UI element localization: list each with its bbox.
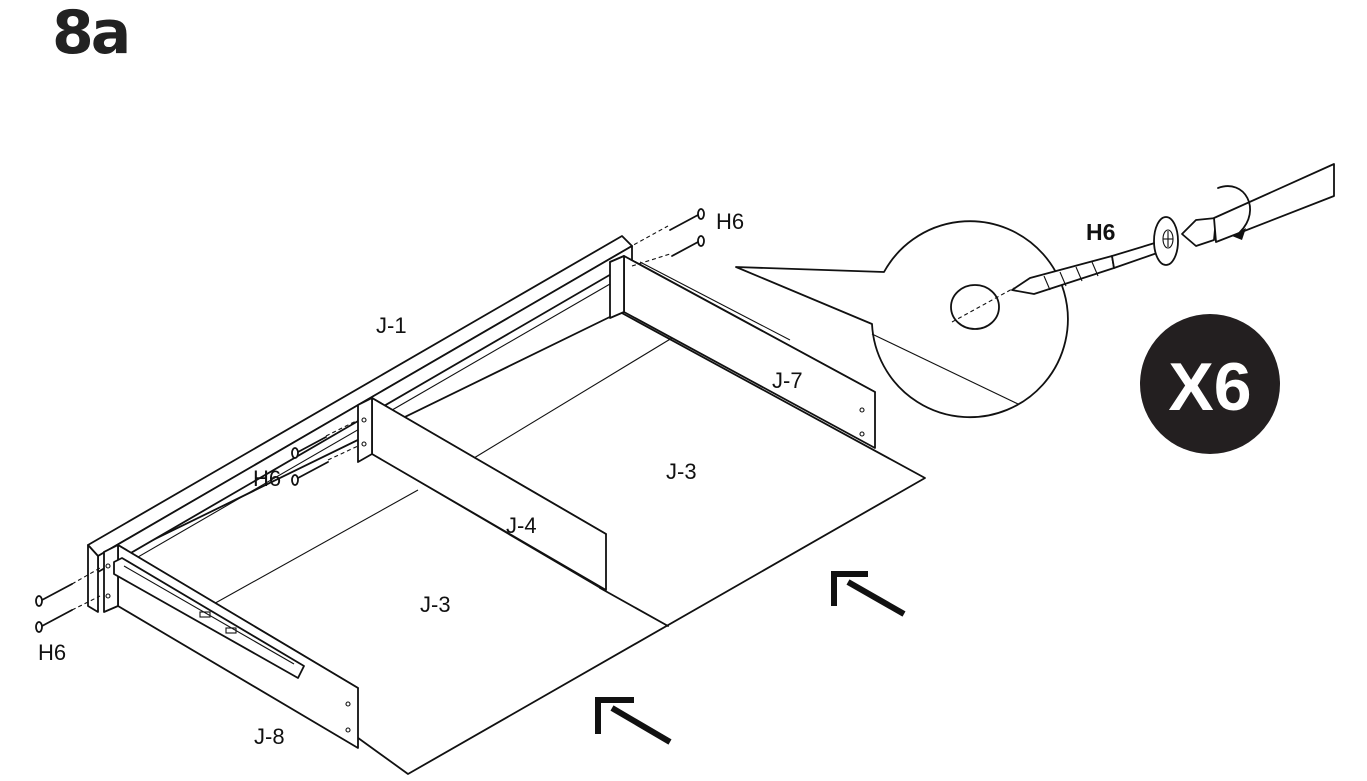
label-j1: J-1 (376, 313, 407, 338)
detail-panel-edge (871, 333, 1019, 405)
screws-middle (291, 419, 359, 486)
arrow-right-shaft (846, 579, 906, 617)
screws-left (35, 567, 101, 633)
screw-mid-1-head (291, 447, 299, 459)
panel-j4 (357, 397, 607, 591)
label-j7: J-7 (772, 368, 803, 393)
detail-thread-4 (1091, 261, 1099, 277)
screw-guide-mid-2 (327, 445, 359, 461)
screw-top-2-shaft (671, 241, 699, 257)
drawer-slide-slot-1 (199, 611, 211, 618)
screwdriver-tip (1181, 217, 1217, 247)
label-j4: J-4 (506, 513, 537, 538)
panel-j8-hole-2 (105, 593, 111, 599)
screwdriver-shaft (1213, 163, 1335, 243)
screw-mid-2-shaft (297, 461, 329, 479)
screw-guide-top-1 (627, 225, 669, 249)
step-number: 8a (52, 0, 131, 68)
quantity-badge-circle (1140, 314, 1280, 454)
quantity-badge: X6 (1140, 314, 1280, 454)
screw-guide-left-2 (71, 595, 101, 611)
rotation-arrow-arc (1217, 185, 1251, 233)
panel-j8-hole-1 (105, 563, 111, 569)
panel-j8-hole-4 (345, 727, 351, 733)
arrow-left-shaft (610, 705, 672, 745)
label-h6-detail: H6 (1086, 219, 1115, 245)
screws-top (627, 208, 705, 267)
drawer-slide-groove (123, 565, 295, 665)
panel-j4-hole-1 (361, 417, 367, 423)
screw-guide-left-1 (71, 567, 101, 585)
screwdriver (1181, 163, 1335, 247)
bottom-edge-line-1 (209, 489, 419, 607)
panel-j7 (609, 255, 876, 449)
screw-left-1-head (35, 595, 43, 607)
arrow-left-head (595, 697, 634, 734)
screw-top-1-head (697, 208, 705, 220)
panel-j4-bottom-edge (371, 453, 601, 589)
panel-j4-end (357, 397, 373, 463)
bottom-edge-line-2 (473, 337, 673, 459)
label-j8: J-8 (254, 724, 285, 749)
panel-j7-hole-1 (859, 407, 865, 413)
detail-screw-head (1153, 216, 1179, 266)
label-h6-left: H6 (38, 640, 66, 665)
quantity-text: X6 (1168, 349, 1251, 425)
detail-callout (735, 216, 1179, 419)
drawer-slide-slot-2 (225, 627, 237, 634)
panel-j4-hole-2 (361, 441, 367, 447)
panel-j1-end (87, 544, 99, 613)
detail-thread-3 (1075, 266, 1083, 282)
panel-j8 (103, 544, 359, 749)
label-j3-right: J-3 (666, 459, 697, 484)
label-h6-middle: H6 (253, 466, 281, 491)
drawer-slide (113, 557, 305, 679)
detail-hole (950, 284, 1000, 330)
panel-j8-hole-3 (345, 701, 351, 707)
detail-screw-shank (1111, 241, 1161, 269)
panel-j7-rail (639, 261, 791, 341)
rotation-arrow-head (1232, 228, 1246, 240)
screw-guide-mid-1 (325, 419, 359, 437)
panel-j8-end (103, 544, 119, 613)
screw-mid-1-shaft (297, 436, 327, 453)
detail-screw-guide (951, 287, 1015, 323)
screw-top-1-shaft (669, 214, 699, 231)
screw-left-2-head (35, 621, 43, 633)
detail-thread-1 (1043, 275, 1051, 291)
screw-left-2-shaft (41, 609, 73, 627)
label-h6-top: H6 (716, 209, 744, 234)
panel-j7-hole-2 (859, 431, 865, 437)
detail-thread-2 (1059, 271, 1067, 287)
label-j3-left: J-3 (420, 592, 451, 617)
bottom-panel-seam (599, 587, 669, 627)
screw-mid-2-head (291, 474, 299, 486)
panel-j7-end (609, 255, 625, 319)
screw-left-1-shaft (41, 583, 73, 601)
arrow-right-head (831, 571, 868, 606)
direction-arrows (595, 571, 906, 745)
screw-top-2-head (697, 235, 705, 247)
detail-callout-bubble (735, 220, 1069, 419)
